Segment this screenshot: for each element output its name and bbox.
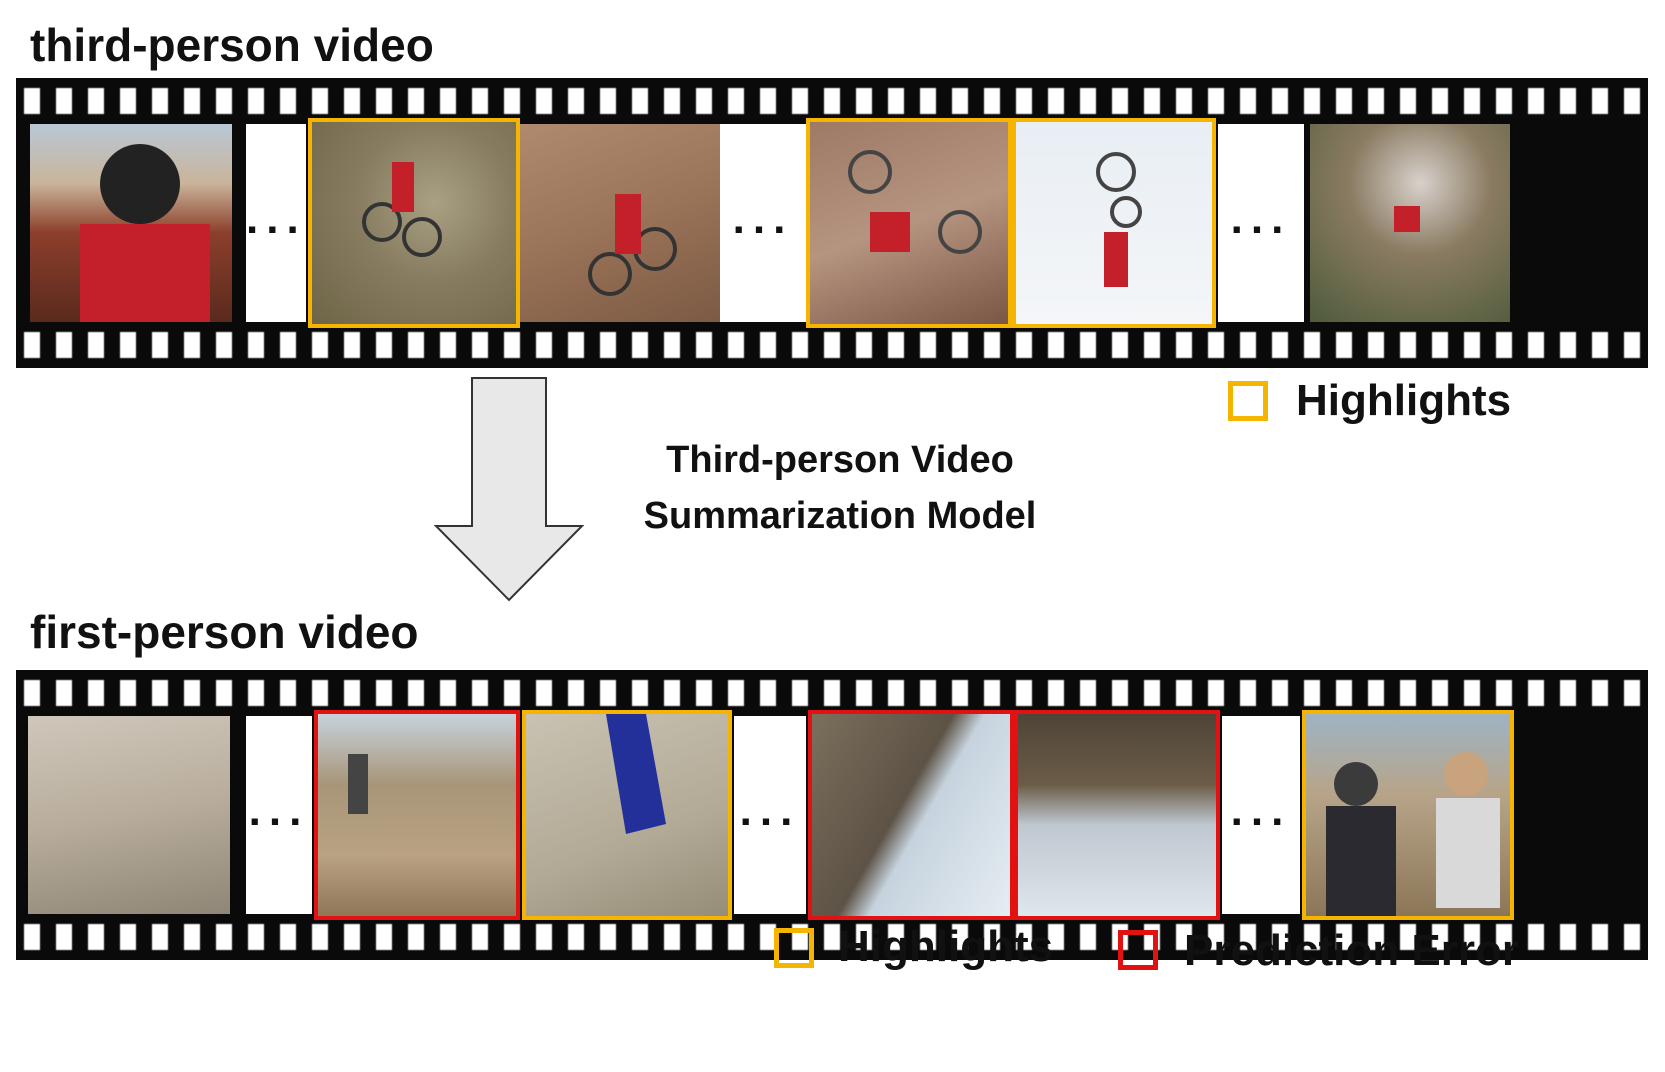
highlight-frame xyxy=(522,710,732,920)
first-person-video-label: first-person video xyxy=(30,606,419,658)
bike-rider-icon xyxy=(588,194,677,296)
people-crowd-icon xyxy=(1326,752,1500,916)
prediction-error-frame xyxy=(1014,710,1220,920)
gap-frame: ... xyxy=(1218,124,1304,322)
gap-frame: ... xyxy=(734,716,806,914)
highlight-legend-label: Highlights xyxy=(1296,376,1512,425)
person-standing-icon xyxy=(348,754,368,814)
highlight-frame xyxy=(1012,118,1216,328)
ellipsis: ... xyxy=(248,786,310,835)
prediction-error-legend-swatch xyxy=(1118,930,1158,970)
ellipsis: ... xyxy=(1230,194,1292,243)
prediction-error-frame xyxy=(808,710,1014,920)
prediction-error-legend-label: Prediction Error xyxy=(1184,926,1519,975)
flag-banner-icon xyxy=(606,714,666,834)
third-person-film-strip: ... ... xyxy=(16,78,1648,368)
video-frame xyxy=(520,124,720,322)
rider-portrait-icon xyxy=(80,144,210,322)
ellipsis: ... xyxy=(1230,786,1292,835)
bike-rider-icon xyxy=(1394,206,1420,232)
highlight-legend-label: Highlights xyxy=(838,922,1054,971)
third-person-video-label: third-person video xyxy=(30,19,434,71)
highlight-frame xyxy=(308,118,520,328)
film-perforations-bottom xyxy=(16,924,1648,950)
gap-frame: ... xyxy=(246,716,312,914)
video-frame xyxy=(30,124,232,322)
video-frame xyxy=(1310,124,1510,322)
highlight-frame xyxy=(806,118,1012,328)
highlight-frame xyxy=(1302,710,1514,920)
ellipsis: ... xyxy=(246,194,306,243)
bike-rider-icon xyxy=(362,162,442,257)
gap-frame: ... xyxy=(1222,716,1300,914)
film-perforations-top xyxy=(16,680,1648,706)
highlight-legend-swatch xyxy=(1228,381,1268,421)
prediction-error-frame xyxy=(314,710,520,920)
highlight-legend-swatch xyxy=(774,928,814,968)
first-person-film-strip: ... ... ... xyxy=(16,670,1648,960)
model-title-line1: Third-person Video xyxy=(666,439,1014,481)
model-title: Third-person Video Summarization Model xyxy=(590,432,1090,544)
video-frame xyxy=(28,716,230,914)
model-title-line2: Summarization Model xyxy=(643,495,1037,537)
film-perforations-top xyxy=(16,88,1648,114)
down-arrow-icon xyxy=(434,377,584,602)
bike-crash-icon xyxy=(848,150,982,254)
gap-frame: ... xyxy=(246,124,306,322)
film-perforations-bottom xyxy=(16,332,1648,358)
frame-band: ... ... xyxy=(16,118,1648,328)
ellipsis: ... xyxy=(739,786,801,835)
ellipsis: ... xyxy=(732,194,794,243)
frame-band: ... ... ... xyxy=(16,710,1648,920)
bike-flip-icon xyxy=(1096,152,1142,287)
gap-frame: ... xyxy=(720,124,806,322)
